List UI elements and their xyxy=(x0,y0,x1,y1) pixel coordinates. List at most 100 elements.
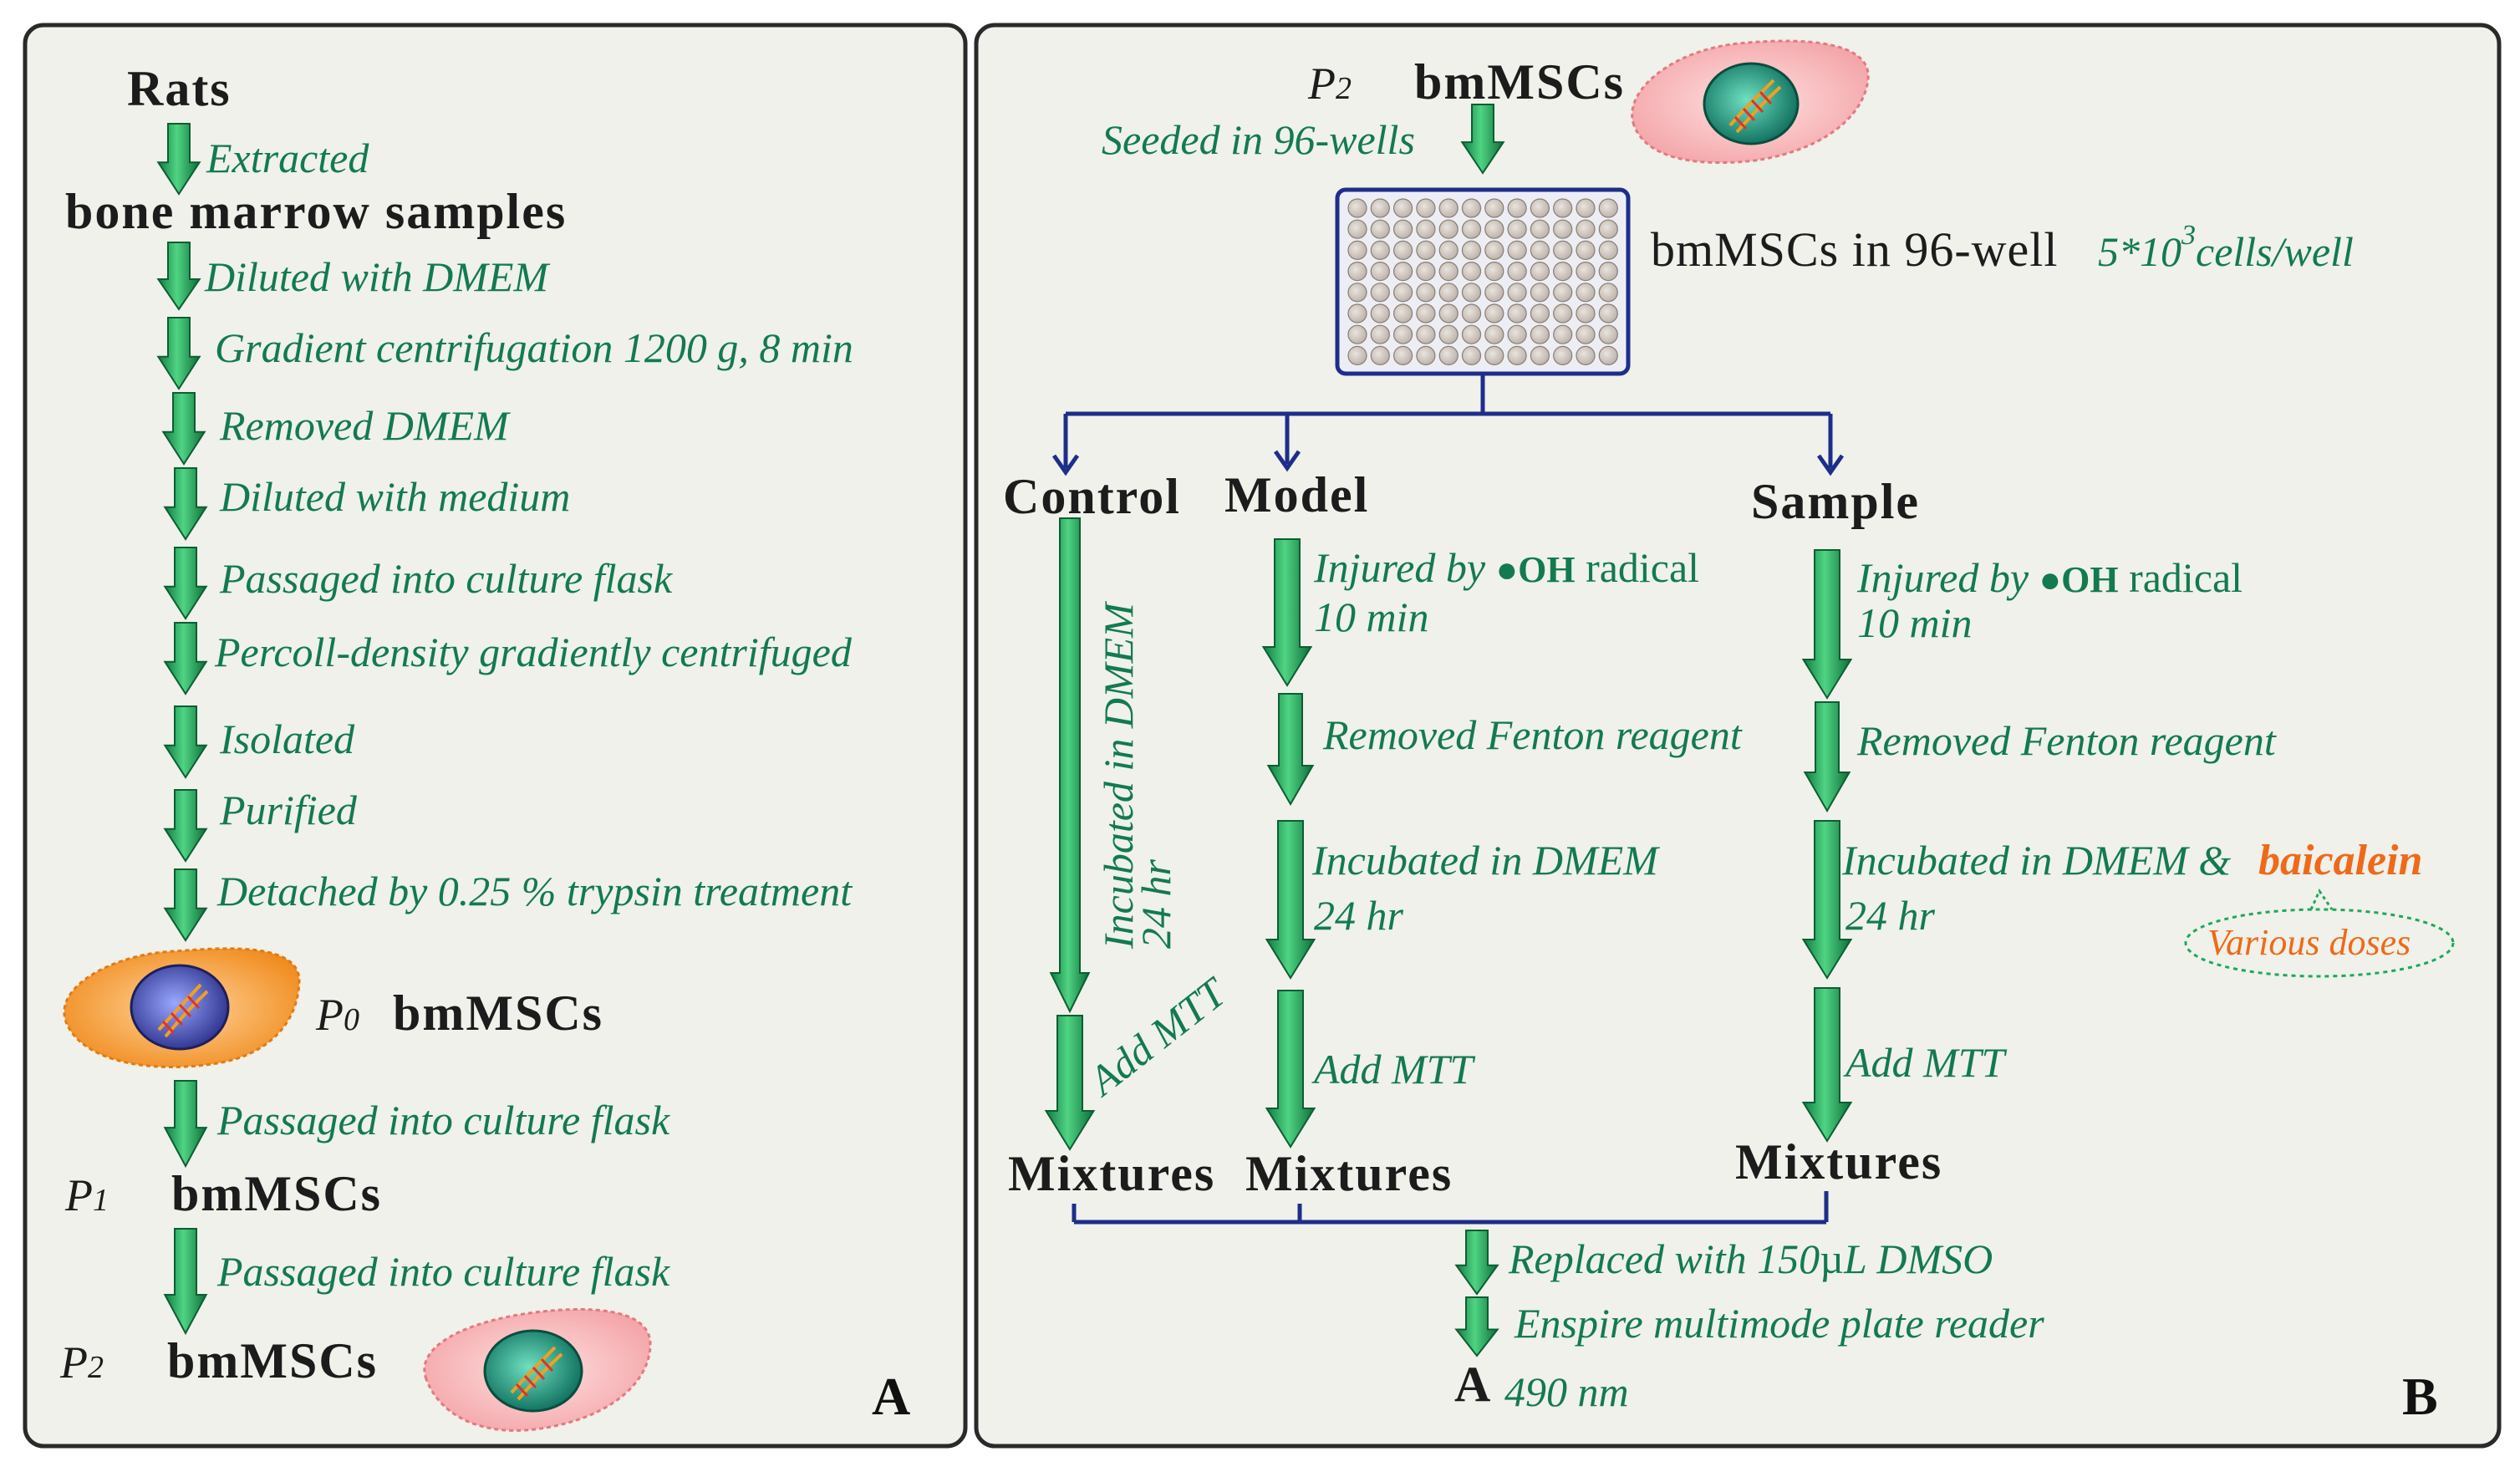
step-arrow-a-10 xyxy=(163,868,208,942)
plate-well xyxy=(1461,262,1482,282)
step-arrow-a-12 xyxy=(163,1228,208,1336)
group-control: Control xyxy=(1003,469,1181,524)
step-arrow-a-7 xyxy=(163,622,208,695)
b-p2-bmmscs: bmMSCs xyxy=(1414,54,1625,110)
plate-well xyxy=(1553,283,1573,303)
plate-well xyxy=(1576,324,1596,344)
plate-well xyxy=(1576,262,1596,282)
plate-well xyxy=(1461,283,1482,303)
p0-bmmscs: bmMSCs xyxy=(393,986,603,1041)
control-mtt-arrow xyxy=(1044,1015,1096,1151)
plate-well xyxy=(1392,240,1413,260)
plate-well xyxy=(1438,262,1459,282)
plate-well xyxy=(1438,219,1459,239)
step-removed-dmem: Removed DMEM xyxy=(219,402,511,449)
plate-well xyxy=(1438,240,1459,260)
plate-well xyxy=(1461,303,1482,323)
panel-a-step-arrows xyxy=(156,123,208,1336)
plate-description: bmMSCs in 96-well xyxy=(1651,222,2059,277)
p1-bmmscs: bmMSCs xyxy=(171,1166,382,1221)
step-arrow-a-8 xyxy=(163,705,208,779)
sample-mtt-arrow xyxy=(1801,987,1853,1143)
plate-well xyxy=(1370,324,1390,344)
reader-arrow xyxy=(1454,1296,1499,1357)
plate-well xyxy=(1347,283,1367,303)
plate-well xyxy=(1370,283,1390,303)
plate-well xyxy=(1392,345,1413,365)
control-incubate-arrow xyxy=(1049,517,1091,1014)
control-mixtures: Mixtures xyxy=(1008,1146,1215,1201)
p2-cell-icon-b xyxy=(1631,39,1870,165)
step-arrow-a-4 xyxy=(161,392,206,466)
plate-well xyxy=(1553,324,1573,344)
step-arrow-a-1 xyxy=(156,123,201,196)
panel-a-label: A xyxy=(872,1367,910,1426)
panel-b-step-arrows xyxy=(1044,104,1853,1357)
p2-cell-icon-a xyxy=(423,1307,652,1432)
panel-b-label: B xyxy=(2402,1367,2438,1426)
step-arrow-a-11 xyxy=(163,1080,208,1169)
model-injured-arrow xyxy=(1261,538,1313,687)
control-time: 24 hr xyxy=(1133,859,1179,950)
bone-marrow-label: bone marrow samples xyxy=(65,184,567,239)
p0-p: P0 xyxy=(315,990,359,1040)
plate-well xyxy=(1416,198,1436,218)
b-p2-p: P2 xyxy=(1307,59,1352,109)
plate-well xyxy=(1347,198,1367,218)
plate-well xyxy=(1576,283,1596,303)
plate-well xyxy=(1598,303,1618,323)
plate-well xyxy=(1484,283,1504,303)
plate-well xyxy=(1347,262,1367,282)
plate-well xyxy=(1553,303,1573,323)
model-incubate: Incubated in DMEM xyxy=(1311,837,1660,884)
plate-well xyxy=(1392,262,1413,282)
p2-p: P2 xyxy=(59,1337,104,1388)
plate-well xyxy=(1392,283,1413,303)
plate-well xyxy=(1507,283,1527,303)
step-passaged-1: Passaged into culture flask xyxy=(219,555,673,602)
step-diluted-dmem: Diluted with DMEM xyxy=(204,253,550,300)
plate-well xyxy=(1507,324,1527,344)
absorbance-wavelength: 490 nm xyxy=(1504,1368,1629,1415)
plate-well xyxy=(1461,324,1482,344)
plate-well xyxy=(1484,262,1504,282)
sample-injured: Injured by ●OH radical xyxy=(1856,554,2243,601)
panel-b-frame xyxy=(974,23,2502,1449)
plate-well xyxy=(1347,240,1367,260)
plate-well xyxy=(1576,240,1596,260)
sample-compound: baicalein xyxy=(2258,837,2422,884)
plate-well xyxy=(1598,240,1618,260)
p1-p: P1 xyxy=(64,1170,109,1220)
plate-well xyxy=(1461,345,1482,365)
step-arrow-a-2 xyxy=(156,242,201,311)
seeded-label: Seeded in 96-wells xyxy=(1102,116,1415,163)
plate-well xyxy=(1347,324,1367,344)
step-gradient-centrifugation: Gradient centrifugation 1200 g, 8 min xyxy=(215,324,853,371)
model-mtt-arrow xyxy=(1265,990,1316,1148)
panel-a-frame xyxy=(23,23,968,1449)
plate-well xyxy=(1576,303,1596,323)
sample-time: 24 hr xyxy=(1845,892,1936,939)
doses-callout xyxy=(2184,888,2455,978)
plate-well xyxy=(1416,283,1436,303)
plate-well xyxy=(1392,219,1413,239)
plate-well xyxy=(1576,219,1596,239)
plate-well xyxy=(1484,240,1504,260)
step-passaged-p1: Passaged into culture flask xyxy=(216,1097,670,1143)
step-passaged-p2: Passaged into culture flask xyxy=(216,1248,670,1295)
plate-well xyxy=(1416,303,1436,323)
merge-connector xyxy=(1072,1191,1829,1225)
p0-cell-icon xyxy=(63,947,301,1068)
plate-well xyxy=(1553,345,1573,365)
plate-well xyxy=(1576,198,1596,218)
96-well-plate-icon xyxy=(1335,187,1631,376)
sample-injured-arrow xyxy=(1801,549,1853,700)
plate-well xyxy=(1370,240,1390,260)
plate-well xyxy=(1576,345,1596,365)
step-arrow-a-3 xyxy=(156,317,201,390)
plate-well xyxy=(1370,345,1390,365)
plate-well xyxy=(1347,303,1367,323)
step-diluted-medium: Diluted with medium xyxy=(219,473,570,520)
absorbance-a: A xyxy=(1454,1357,1492,1412)
